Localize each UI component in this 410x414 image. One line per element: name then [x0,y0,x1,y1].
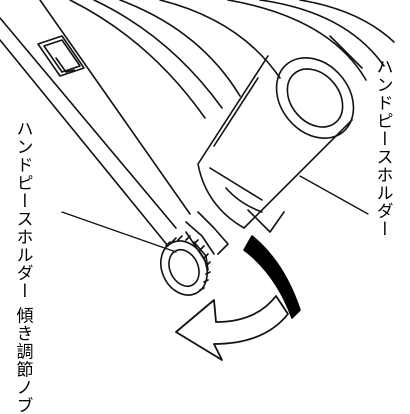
holder-knob-label: ハンドピースホルダー 傾き調節ノブ [12,120,33,414]
rotation-shadow [243,235,301,319]
holder-label-text: ハンドピースホルダー [372,58,393,238]
switch-icon [37,35,85,77]
leader-line-holder [299,175,369,215]
holder-cylinder [197,55,355,233]
leader-line-knob [61,211,177,253]
holder-label: ハンドピースホルダー [372,58,393,238]
curved-arrow-icon [175,295,289,361]
holder-illustration [0,0,395,361]
holder-knob-label-line2: 傾き調節ノブ [12,306,33,414]
housing-outline [0,0,395,247]
tilt-adjust-knob [160,235,211,296]
holder-knob-label-line1: ハンドピースホルダー [12,120,33,300]
